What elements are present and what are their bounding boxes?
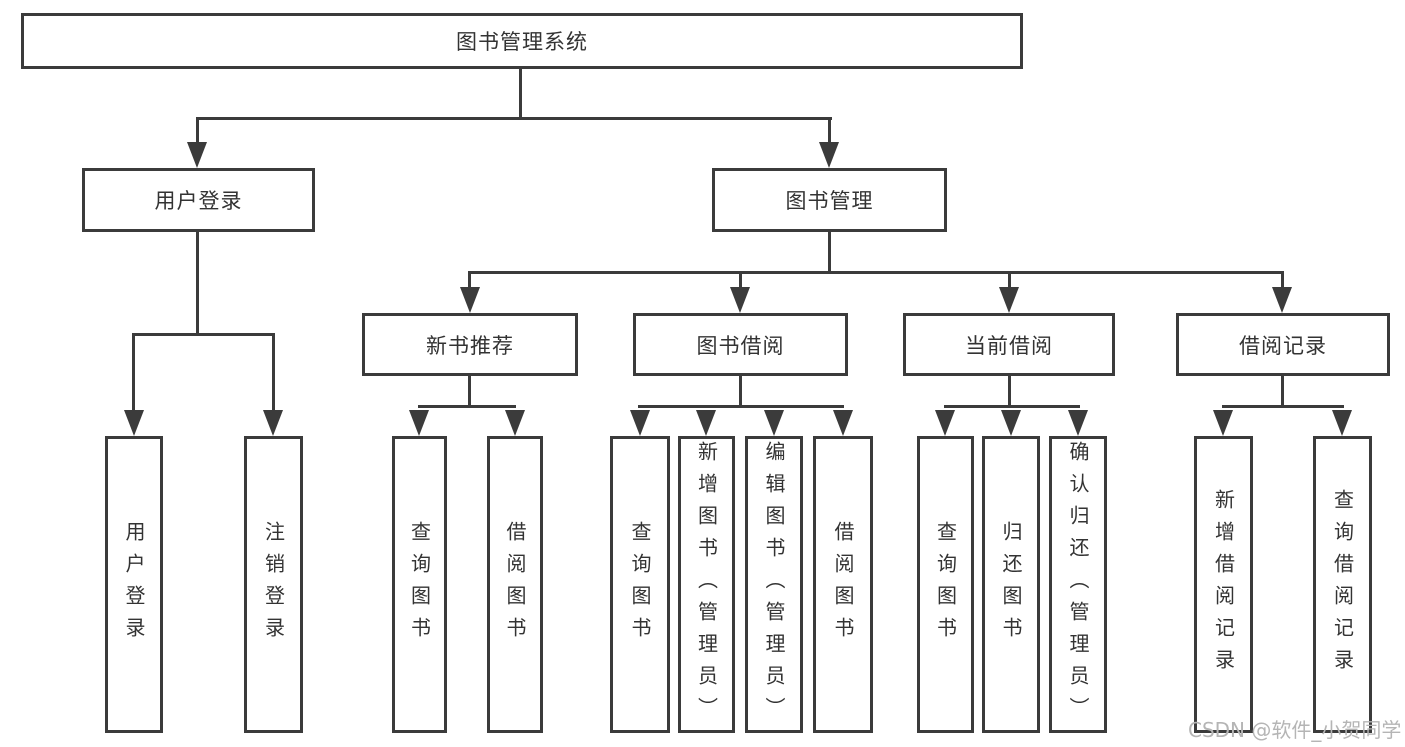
arrow-down-icon (409, 410, 429, 436)
node-new-book-recommend-label: 新书推荐 (426, 333, 514, 358)
leaf-query-book-3-label: 查询图书 (933, 520, 958, 649)
connector-line (739, 271, 742, 289)
connector-line (1281, 271, 1284, 289)
node-root: 图书管理系统 (21, 13, 1023, 69)
connector-line (418, 405, 516, 408)
node-book-management: 图书管理 (712, 168, 947, 232)
node-root-label: 图书管理系统 (456, 30, 588, 54)
connector-line (468, 271, 471, 289)
arrow-down-icon (263, 410, 283, 436)
connector-line (828, 232, 831, 273)
arrow-down-icon (1332, 410, 1352, 436)
connector-line (1222, 405, 1344, 408)
leaf-query-borrow-record: 查询借阅记录 (1313, 436, 1372, 733)
node-user-login: 用户登录 (82, 168, 315, 232)
node-current-borrow-label: 当前借阅 (965, 333, 1053, 358)
arrow-down-icon (730, 287, 750, 313)
leaf-borrow-book-2: 借阅图书 (813, 436, 873, 733)
arrow-down-icon (1068, 410, 1088, 436)
connector-line (468, 376, 471, 407)
node-book-borrow-label: 图书借阅 (696, 333, 785, 358)
leaf-add-book-admin: 新增图书（管理员） (678, 436, 735, 733)
leaf-user-login-label: 用户登录 (122, 520, 146, 649)
arrow-down-icon (187, 142, 207, 168)
connector-line (1281, 376, 1284, 407)
leaf-return-book-label: 归还图书 (999, 520, 1023, 649)
connector-line (1008, 376, 1011, 407)
arrow-down-icon (460, 287, 480, 313)
arrow-down-icon (124, 410, 144, 436)
arrow-down-icon (1272, 287, 1292, 313)
node-current-borrow: 当前借阅 (903, 313, 1115, 376)
arrow-down-icon (999, 287, 1019, 313)
leaf-borrow-book-1-label: 借阅图书 (503, 520, 527, 649)
leaf-borrow-book-1: 借阅图书 (487, 436, 543, 733)
csdn-watermark: CSDN @软件_小贺同学 (1188, 718, 1402, 742)
leaf-logout: 注销登录 (244, 436, 303, 733)
arrow-down-icon (1001, 410, 1021, 436)
leaf-query-book-1: 查询图书 (392, 436, 447, 733)
leaf-borrow-book-2-label: 借阅图书 (831, 520, 855, 649)
connector-line (468, 271, 1284, 274)
leaf-edit-book-admin: 编辑图书（管理员） (745, 436, 803, 733)
leaf-edit-book-admin-label: 编辑图书（管理员） (762, 440, 786, 729)
connector-line (196, 232, 199, 336)
leaf-query-borrow-record-label: 查询借阅记录 (1330, 488, 1355, 681)
leaf-user-login: 用户登录 (105, 436, 163, 733)
leaf-add-borrow-record-label: 新增借阅记录 (1211, 488, 1236, 681)
node-new-book-recommend: 新书推荐 (362, 313, 578, 376)
connector-line (944, 405, 1080, 408)
connector-line (196, 117, 199, 145)
connector-line (828, 117, 831, 145)
connector-line (196, 117, 832, 120)
connector-line (272, 333, 275, 413)
arrow-down-icon (935, 410, 955, 436)
leaf-confirm-return-admin: 确认归还（管理员） (1049, 436, 1107, 733)
node-book-management-label: 图书管理 (785, 189, 874, 213)
node-user-login-label: 用户登录 (154, 189, 243, 213)
arrow-down-icon (1213, 410, 1233, 436)
connector-line (638, 405, 844, 408)
arrow-down-icon (819, 142, 839, 168)
node-borrow-record-label: 借阅记录 (1239, 333, 1327, 358)
node-book-borrow: 图书借阅 (633, 313, 848, 376)
connector-line (739, 376, 742, 407)
node-borrow-record: 借阅记录 (1176, 313, 1390, 376)
leaf-add-borrow-record: 新增借阅记录 (1194, 436, 1253, 733)
connector-line (132, 333, 135, 413)
arrow-down-icon (696, 410, 716, 436)
leaf-return-book: 归还图书 (982, 436, 1040, 733)
leaf-query-book-2-label: 查询图书 (628, 520, 652, 649)
leaf-logout-label: 注销登录 (261, 520, 286, 649)
connector-line (519, 69, 522, 119)
connector-line (132, 333, 275, 336)
leaf-query-book-2: 查询图书 (610, 436, 670, 733)
arrow-down-icon (630, 410, 650, 436)
arrow-down-icon (764, 410, 784, 436)
connector-line (1008, 271, 1011, 289)
leaf-add-book-admin-label: 新增图书（管理员） (694, 440, 719, 729)
arrow-down-icon (833, 410, 853, 436)
leaf-query-book-1-label: 查询图书 (407, 520, 432, 649)
leaf-query-book-3: 查询图书 (917, 436, 974, 733)
arrow-down-icon (505, 410, 525, 436)
leaf-confirm-return-admin-label: 确认归还（管理员） (1066, 440, 1090, 729)
